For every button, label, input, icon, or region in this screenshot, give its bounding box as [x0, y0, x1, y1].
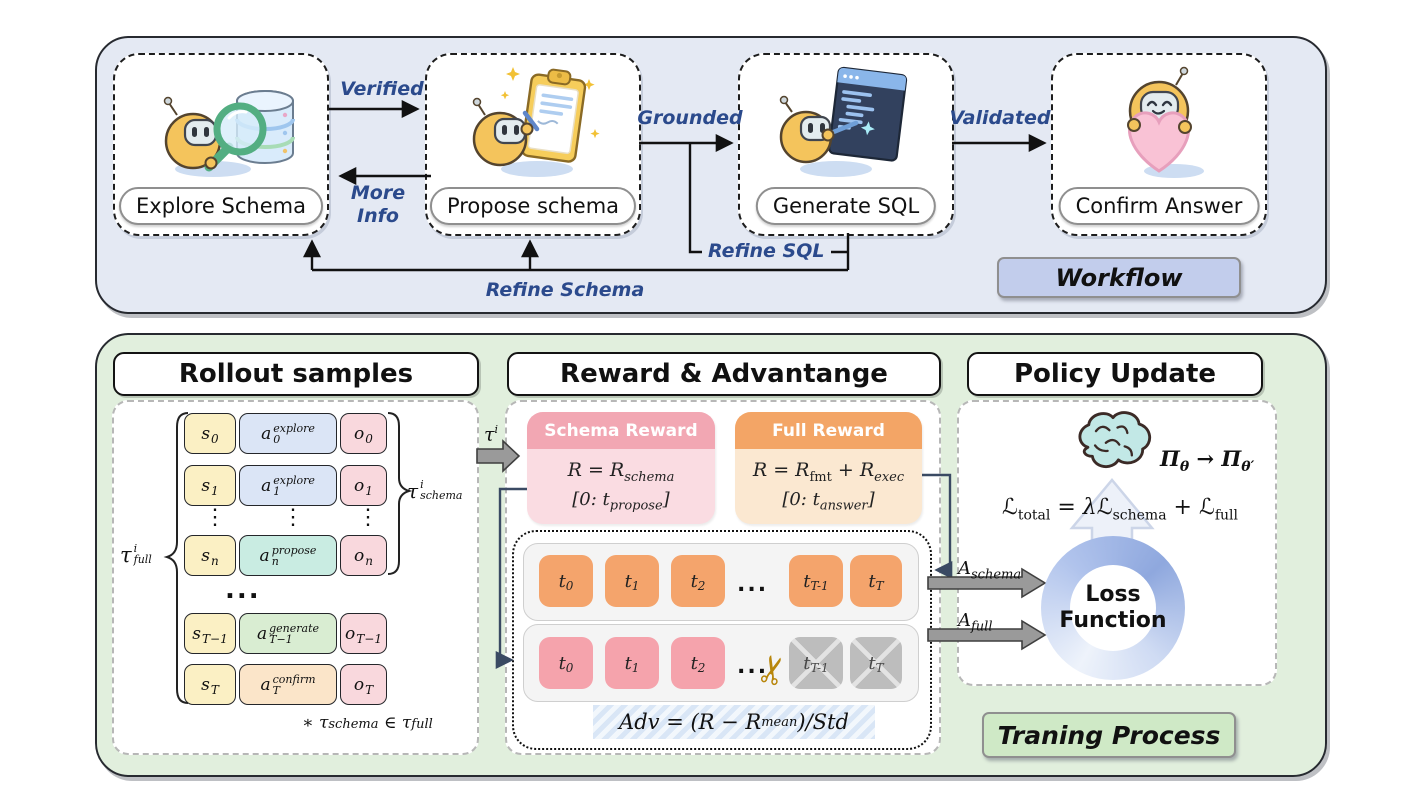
node-label-propose-schema: Propose schema: [429, 187, 637, 225]
robot-magnifier-database-icon: [163, 90, 295, 177]
tau-i-label: τi: [484, 423, 499, 446]
node-label-confirm-answer: Confirm Answer: [1058, 187, 1260, 225]
robot-mascot: [472, 97, 540, 167]
clipboard-icon: [520, 68, 587, 163]
vdots: ⋮: [282, 505, 304, 530]
a-full-label: Afull: [958, 610, 993, 635]
loss-formula: ℒtotal = λℒschema + ℒfull: [1002, 495, 1238, 524]
full-reward-formulas: R = Rfmt + Rexec [0: tanswer]: [752, 459, 905, 514]
node-label-generate-sql: Generate SQL: [755, 187, 937, 225]
vdots: ⋮: [357, 505, 379, 530]
edge-label-refine-sql: Refine SQL: [702, 240, 831, 263]
policy-pi-label: Πθ → Πθ′: [1160, 446, 1255, 476]
pen-icon: [522, 110, 540, 132]
rows-ellipsis: ...: [225, 575, 261, 605]
training-process-badge: Traning Process: [982, 712, 1236, 758]
edge-label-grounded: Grounded: [637, 107, 743, 129]
token-ellipsis: ...: [737, 654, 769, 679]
header-policy-update: Policy Update: [967, 352, 1263, 396]
node-label-explore-schema: Explore Schema: [119, 187, 323, 225]
full-reward-title: Full Reward: [735, 412, 922, 449]
cursor-sparkle-icon: [860, 121, 875, 136]
robot-heart-icon: [1127, 66, 1204, 178]
a-schema-label: Aschema: [958, 558, 1022, 583]
sparkles-icon: [500, 67, 600, 139]
schema-reward-title: Schema Reward: [527, 412, 715, 449]
edge-label-verified: Verified: [340, 78, 424, 100]
loss-function-label: Loss Function: [1059, 582, 1167, 633]
node-generate-sql: Generate SQL: [738, 53, 954, 236]
robot-clipboard-icon: [472, 67, 600, 177]
node-confirm-answer: Confirm Answer: [1051, 53, 1267, 236]
workflow-badge: Workflow: [997, 257, 1241, 298]
edge-label-validated: Validated: [949, 107, 1051, 129]
code-window-icon: [828, 66, 908, 162]
full-reward-card: Full Reward R = Rfmt + Rexec [0: tanswer…: [735, 412, 922, 524]
rollout-note: ∗ τschema ∈ τfull: [302, 713, 433, 733]
brain-icon: [1078, 411, 1152, 468]
loss-ring: Loss Function: [1041, 536, 1185, 680]
node-explore-schema: Explore Schema: [113, 53, 329, 236]
magnifier-icon: [204, 102, 267, 172]
robot-mascot: [163, 96, 222, 170]
header-reward-advantage: Reward & Advantange: [507, 352, 941, 396]
schema-reward-card: Schema Reward R = Rschema [0: tpropose]: [527, 412, 715, 524]
header-rollout-samples: Rollout samples: [113, 352, 479, 396]
edge-label-refine-schema: Refine Schema: [485, 279, 645, 301]
node-propose-schema: Propose schema: [425, 53, 641, 236]
schema-reward-formulas: R = Rschema [0: tpropose]: [567, 459, 675, 514]
robot-code-window-icon: [779, 66, 908, 177]
token-ellipsis: ...: [737, 572, 769, 597]
vdots: ⋮: [204, 505, 226, 530]
